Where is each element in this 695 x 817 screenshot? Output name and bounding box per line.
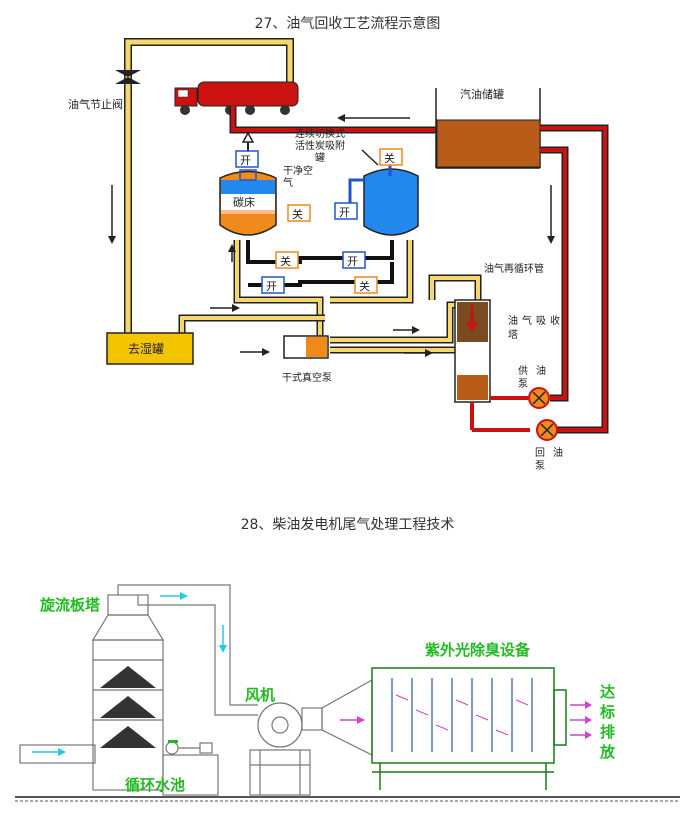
svg-text:开: 开 (240, 154, 251, 167)
svg-text:开: 开 (339, 206, 350, 219)
valve-box-open: 开 (334, 202, 358, 220)
flow-arrow-head (228, 244, 236, 252)
supply-pump-label-line1: 供油 (518, 364, 554, 377)
uv-deodorization-unit (371, 667, 555, 790)
uv-equipment-label: 紫外光除臭设备 (425, 641, 531, 659)
flow-arrow-head (412, 326, 420, 334)
valve-box-close: 关 (287, 204, 311, 222)
tanker-truck (174, 81, 299, 115)
flow-arrow-head (108, 236, 116, 244)
dehumidifier-tank (106, 332, 194, 365)
supply-pump (528, 387, 550, 409)
flow-arrow-head (262, 348, 270, 356)
tower-packing-layers (100, 666, 156, 748)
diesel-exhaust-treatment-diagram: 旋流板塔 风机 (15, 584, 680, 802)
red-fuel-pipe-right (540, 124, 609, 434)
svg-text:关: 关 (292, 207, 303, 221)
swirl-plate-tower (91, 594, 165, 791)
valve-box-open: 开 (261, 276, 285, 294)
oil-vapor-recovery-diagram: 油气节止阀 汽油储罐 连续切换式 活性炭吸附 罐 (68, 38, 609, 472)
clean-gas-label-line1: 干净空 (283, 164, 313, 177)
inlet-pipe (19, 744, 96, 764)
outlet-duct (553, 689, 567, 746)
valve-box-close: 关 (354, 276, 378, 294)
discharge-label-char3: 排 (600, 723, 615, 741)
storage-tank-label: 汽油储罐 (460, 87, 504, 101)
absorber-label-line1: 油气吸收 (508, 314, 564, 327)
exhaust-duct (117, 584, 231, 690)
uv-lamps (391, 678, 533, 752)
diagram-1-title: 27、油气回收工艺流程示意图 (254, 16, 441, 32)
circulating-water-pool (162, 740, 219, 796)
carbon-bed-note-line1: 连续切换式 (295, 127, 345, 140)
yellow-vapor-pipe (124, 38, 294, 333)
gasoline-storage-tank (435, 88, 541, 169)
red-fuel-pipe-top (229, 106, 440, 134)
valve-box-open: 开 (342, 251, 366, 269)
vapor-shutoff-valve (115, 70, 141, 84)
svg-text:开: 开 (347, 255, 358, 268)
recirc-pipe-label: 油气再循环管 (484, 262, 544, 275)
dry-vacuum-pump (283, 335, 329, 359)
fan-label: 风机 (245, 686, 275, 704)
svg-text:开: 开 (266, 280, 277, 293)
blower-fan (214, 690, 323, 796)
flow-arrow-head (232, 304, 240, 312)
flow-arrow-head (337, 114, 345, 122)
valve-box-close: 关 (275, 251, 299, 269)
return-pump-label-line1: 回油 (535, 446, 571, 459)
flow-arrow-head (425, 349, 433, 357)
clean-air-arrow-head (241, 131, 255, 143)
absorber-label-line2: 塔 (508, 328, 518, 341)
carbon-bed-left (219, 169, 277, 236)
valve-box-close: 关 (379, 148, 403, 166)
flow-arrow-head (219, 645, 227, 653)
svg-text:关: 关 (280, 254, 291, 268)
return-pump-label-line2: 泵 (535, 460, 545, 472)
supply-pump-label-line2: 泵 (518, 378, 528, 390)
flow-arrow-head (357, 716, 365, 724)
svg-text:关: 关 (384, 151, 395, 165)
absorption-tower (454, 299, 491, 403)
pointer-line (361, 149, 379, 166)
uv-rays (395, 694, 529, 736)
yellow-pipes-middle (178, 240, 482, 354)
transition-duct (321, 678, 373, 756)
blue-pipe (348, 178, 364, 210)
discharge-label-char1: 达 (600, 683, 615, 701)
valve-box-open: 开 (235, 150, 259, 168)
diagram-2-title: 28、柴油发电机尾气处理工程技术 (240, 517, 455, 533)
flow-arrow-head (180, 592, 188, 600)
discharge-label-char4: 放 (599, 743, 616, 761)
pool-label: 循环水池 (125, 776, 185, 794)
clean-gas-label-line2: 气 (283, 176, 293, 189)
svg-text:关: 关 (359, 279, 370, 293)
vacuum-pump-label: 干式真空泵 (282, 371, 332, 384)
discharge-label-char2: 标 (599, 703, 615, 721)
flow-arrow-head (547, 236, 555, 244)
carbon-bed-note-line3: 罐 (315, 151, 325, 164)
carbon-bed-label: 碳床 (233, 195, 255, 209)
carbon-bed-note-line2: 活性炭吸附 (295, 139, 345, 152)
tower-label: 旋流板塔 (39, 596, 101, 614)
dehumidifier-label: 去湿罐 (128, 341, 164, 356)
discharge-arrows (570, 701, 592, 739)
return-pump (536, 419, 558, 441)
carbon-bed-right (363, 168, 419, 236)
valve-label: 油气节止阀 (68, 97, 123, 111)
